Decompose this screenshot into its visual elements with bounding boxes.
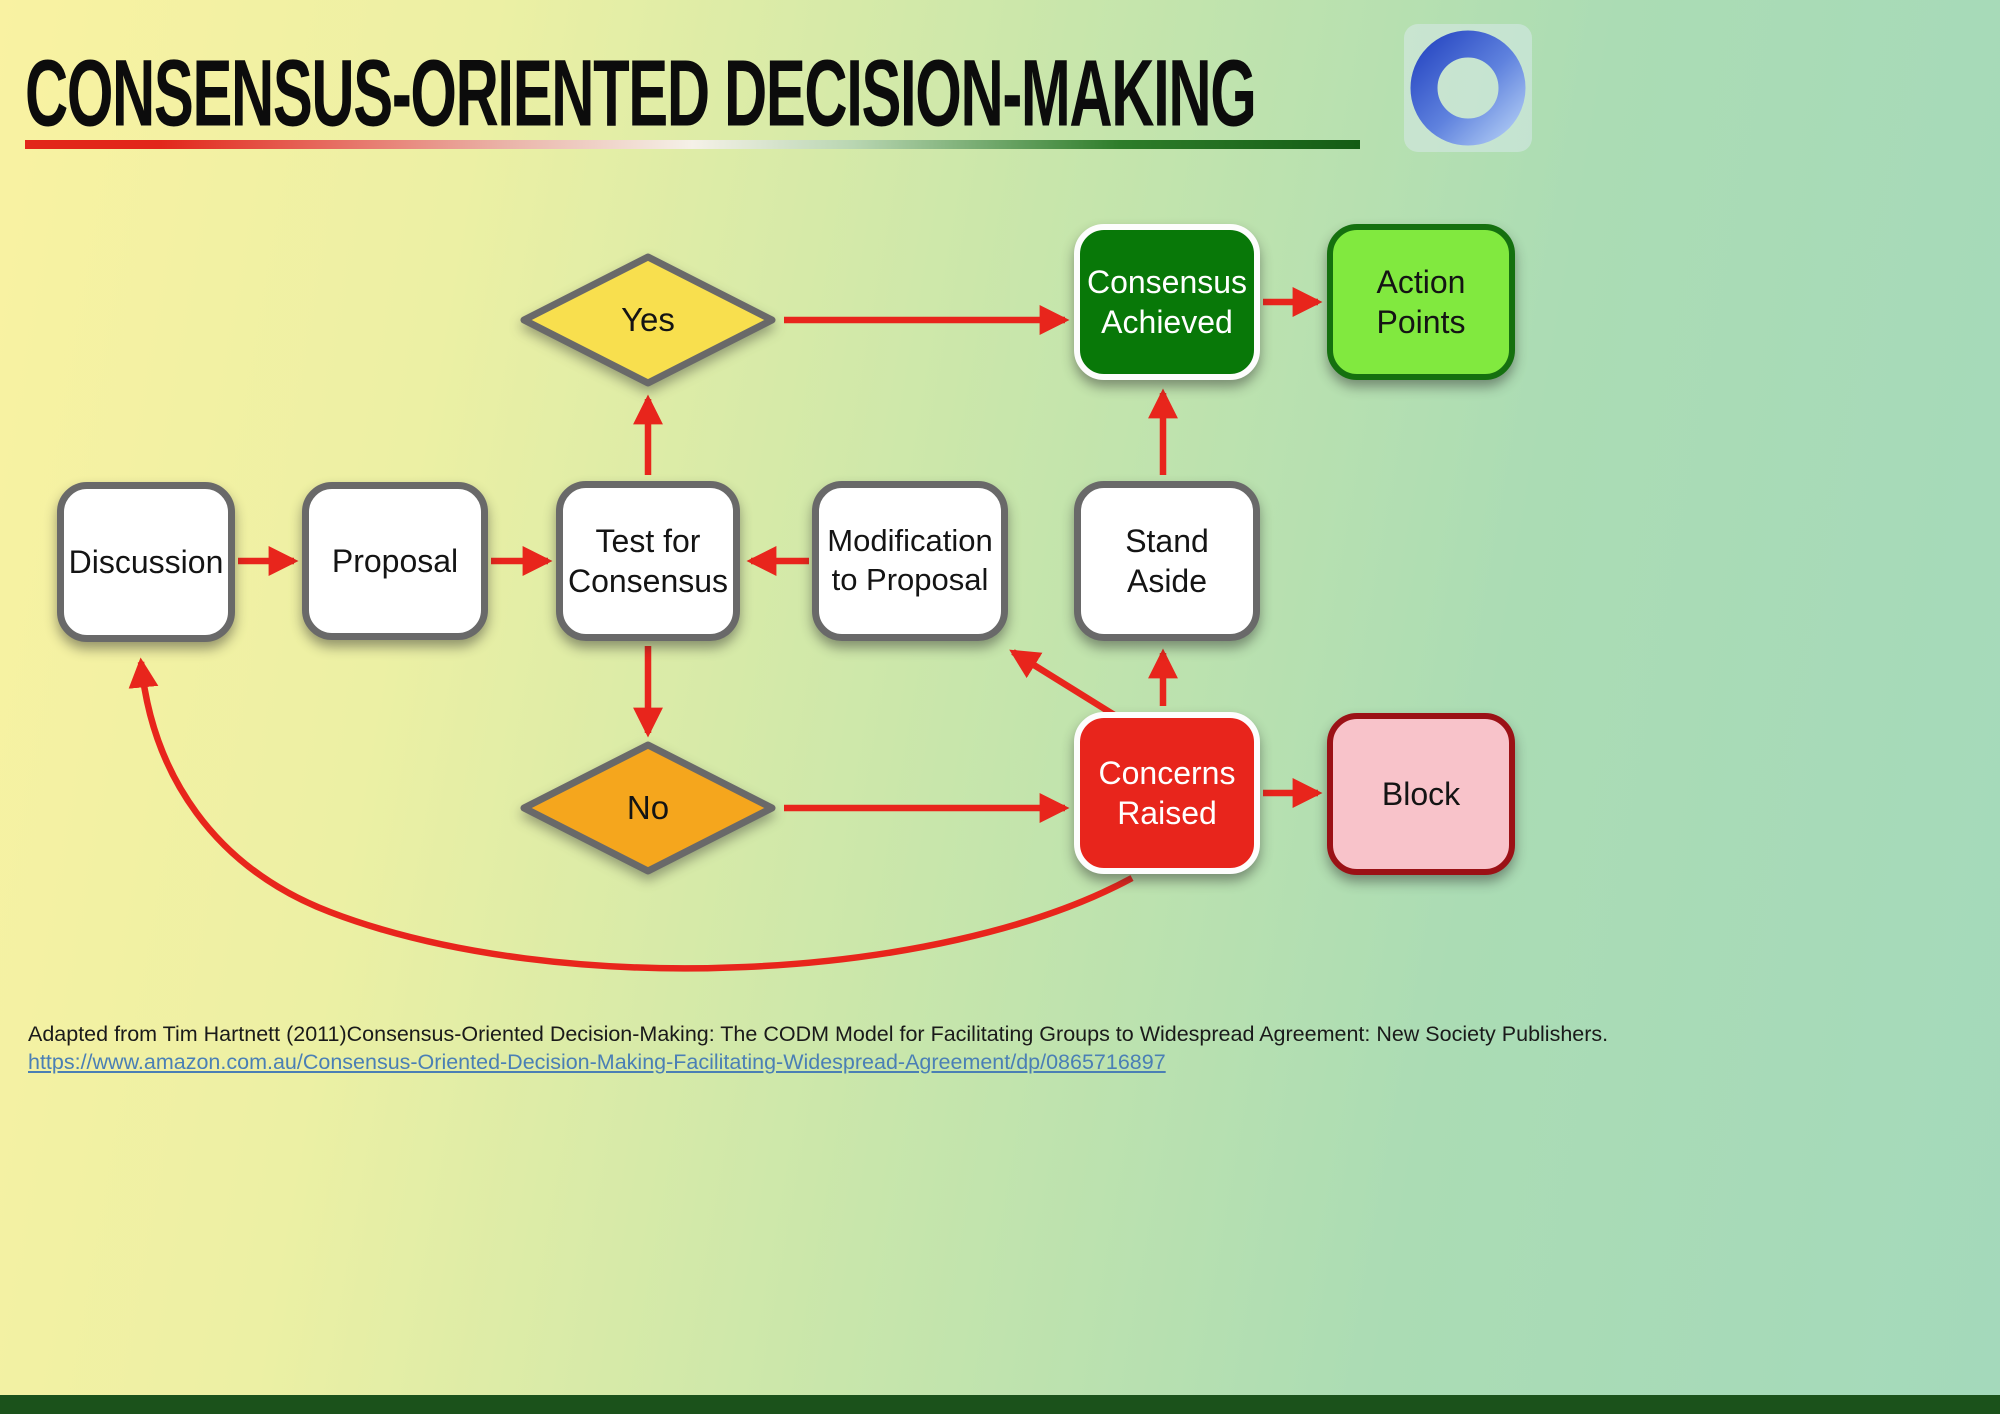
node-no: No: [518, 740, 778, 876]
node-block-label: Block: [1381, 776, 1461, 812]
title-underline: [25, 140, 1360, 149]
node-action-points: Action Points: [1327, 224, 1515, 380]
node-consensus-achieved-label: Consensus Achieved: [1086, 264, 1248, 340]
node-concerns-raised: Concerns Raised: [1074, 712, 1260, 874]
logo: [1404, 24, 1532, 152]
node-yes: Yes: [518, 252, 778, 388]
node-stand-aside-label: Stand Aside: [1125, 523, 1209, 599]
node-yes-label: Yes: [621, 301, 675, 338]
citation-link[interactable]: https://www.amazon.com.au/Consensus-Orie…: [28, 1050, 1166, 1074]
bottom-bar: [0, 1395, 2000, 1414]
node-action-points-label: Action Points: [1376, 264, 1466, 340]
no-diamond-shape: [520, 741, 776, 875]
node-stand-aside: Stand Aside: [1074, 481, 1260, 641]
node-proposal: Proposal: [302, 482, 488, 640]
node-test-for-consensus: Test for Consensus: [556, 481, 740, 641]
node-consensus-achieved: Consensus Achieved: [1074, 224, 1260, 380]
node-block: Block: [1327, 713, 1515, 875]
citation-text: Adapted from Tim Hartnett (2011)Consensu…: [28, 1022, 1609, 1046]
ring-icon: [1410, 30, 1526, 146]
node-discussion: Discussion: [57, 482, 235, 642]
node-concerns-raised-label: Concerns Raised: [1098, 755, 1236, 831]
node-no-label: No: [626, 789, 670, 826]
node-discussion-label: Discussion: [68, 544, 224, 580]
node-modification-to-proposal-label: Modification to Proposal: [827, 523, 993, 597]
node-test-for-consensus-label: Test for Consensus: [567, 523, 729, 599]
page-title: CONSENSUS-ORIENTED DECISION-MAKING: [25, 39, 1257, 146]
yes-diamond-shape: [520, 253, 776, 387]
arrow-concerns-raised-to-modification: [1009, 649, 1118, 719]
node-modification-to-proposal: Modification to Proposal: [812, 481, 1008, 641]
node-proposal-label: Proposal: [331, 543, 459, 579]
